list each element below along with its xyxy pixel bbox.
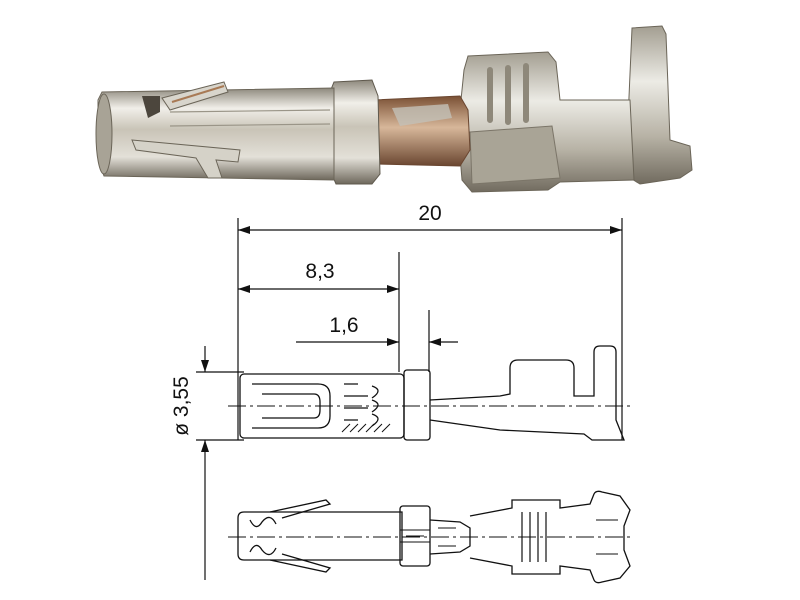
photo-bottom-lance (131, 139, 241, 179)
dim-collar-width: 1,6 (329, 314, 358, 337)
photo-crimp-lower (469, 125, 561, 185)
photo-crimp-grooves (487, 63, 529, 125)
top-collar-facet (400, 529, 430, 543)
photo-rear-tab (627, 25, 693, 185)
top-crimp-tips (596, 519, 618, 555)
dim-overall-length: 20 (418, 202, 441, 225)
top-view (228, 490, 634, 584)
photo-collar (329, 79, 381, 185)
top-lance-upper (269, 499, 332, 519)
side-neck (429, 345, 625, 441)
side-view (228, 345, 634, 441)
top-slot (249, 516, 277, 556)
top-lance-lower (269, 553, 332, 573)
top-collar (399, 505, 431, 567)
contact-photo (95, 25, 693, 193)
photo-neck-highlight (392, 104, 452, 126)
side-collar (403, 369, 431, 441)
photo-barrel-lines (169, 109, 331, 127)
dimension-group (196, 218, 623, 580)
dim-contact-length: 8,3 (305, 260, 334, 283)
top-crimp (469, 490, 631, 584)
top-neck-inner (438, 527, 456, 547)
side-hatching (341, 423, 391, 433)
photo-barrel-mouth (95, 93, 113, 175)
top-barrel (237, 511, 403, 561)
photo-top-lance-edge (171, 85, 225, 103)
side-spring-fingers (344, 383, 368, 421)
photo-slot (142, 96, 160, 118)
dim-diameter: ø 3,55 (170, 376, 193, 436)
